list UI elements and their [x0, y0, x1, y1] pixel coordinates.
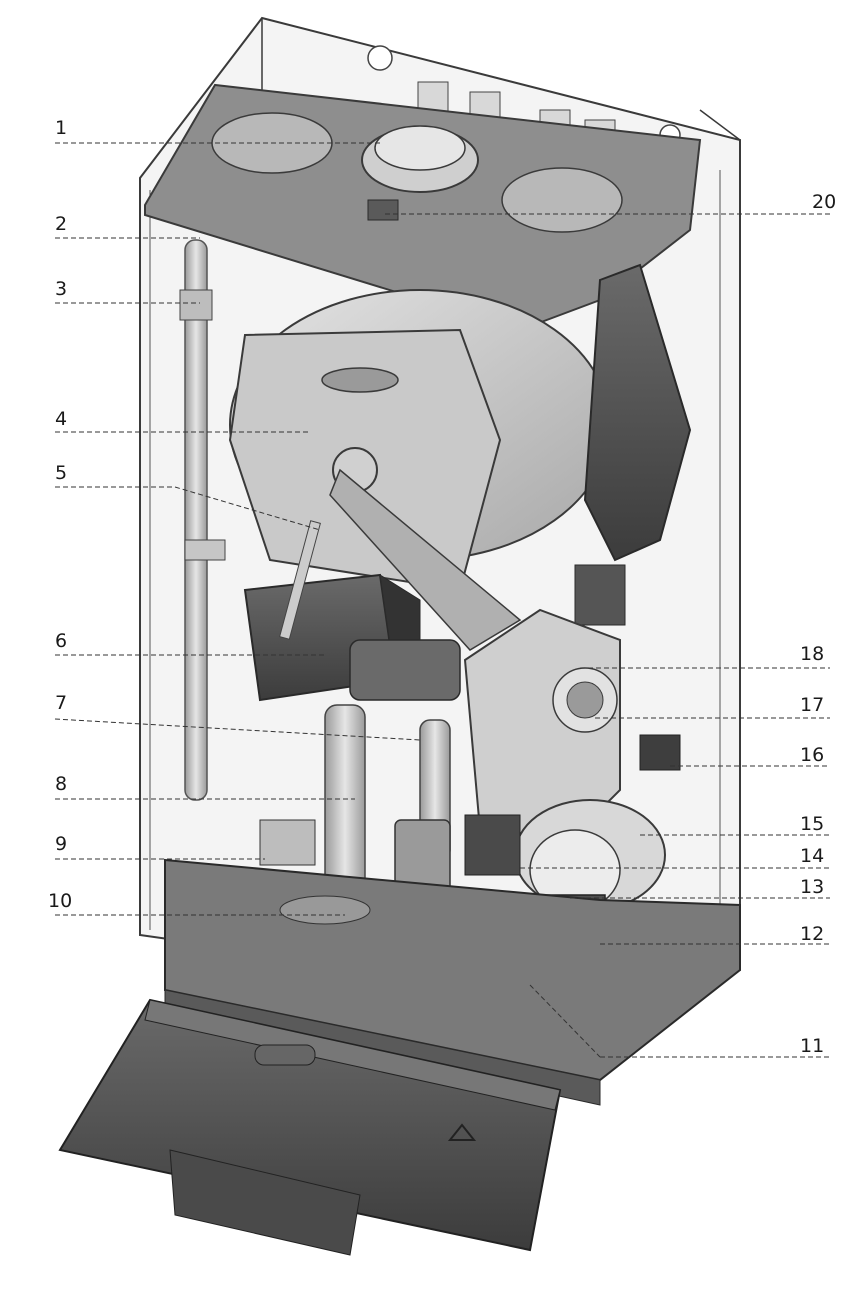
svg-text:16: 16 — [800, 744, 824, 766]
callout-5: 5 — [55, 462, 321, 531]
callout-3: 3 — [55, 278, 200, 304]
svg-text:9: 9 — [55, 833, 67, 855]
callout-1: 1 — [55, 117, 380, 144]
svg-text:15: 15 — [800, 813, 824, 835]
svg-text:6: 6 — [55, 630, 67, 652]
svg-text:7: 7 — [55, 692, 67, 714]
callout-16: 16 — [670, 744, 830, 767]
callout-9: 9 — [55, 833, 265, 860]
front-cover-flap — [58, 998, 562, 1256]
callout-17: 17 — [595, 694, 830, 719]
heat-exchanger — [228, 289, 611, 651]
callout-10: 10 — [48, 890, 345, 916]
svg-text:18: 18 — [800, 643, 824, 665]
svg-text:12: 12 — [800, 923, 824, 945]
svg-text:20: 20 — [812, 191, 836, 213]
callout-14: 14 — [520, 845, 830, 869]
svg-text:13: 13 — [800, 876, 824, 898]
svg-text:14: 14 — [800, 845, 824, 867]
svg-text:5: 5 — [55, 462, 67, 484]
callout-4: 4 — [55, 408, 310, 433]
svg-text:11: 11 — [800, 1035, 824, 1057]
left-water-pipe — [179, 239, 226, 801]
callout-7: 7 — [54, 692, 421, 741]
svg-text:1: 1 — [55, 117, 67, 139]
callout-13: 13 — [570, 876, 830, 899]
svg-text:3: 3 — [55, 278, 67, 300]
pump — [464, 799, 666, 911]
callout-18: 18 — [580, 643, 830, 669]
callout-6: 6 — [55, 630, 325, 656]
svg-text:10: 10 — [48, 890, 72, 912]
callout-layer: 1 2 3 4 5 6 7 8 — [48, 117, 836, 1058]
callout-20: 20 — [385, 191, 836, 215]
callout-15: 15 — [640, 813, 830, 836]
callout-2: 2 — [55, 213, 200, 239]
svg-text:2: 2 — [55, 213, 67, 235]
right-flue-duct — [574, 263, 692, 626]
fan-assembly — [463, 608, 681, 852]
svg-text:8: 8 — [55, 773, 67, 795]
callout-11: 11 — [529, 984, 830, 1058]
svg-text:17: 17 — [800, 694, 824, 716]
svg-text:4: 4 — [55, 408, 67, 430]
callout-8: 8 — [55, 773, 355, 800]
callout-12: 12 — [600, 923, 830, 945]
